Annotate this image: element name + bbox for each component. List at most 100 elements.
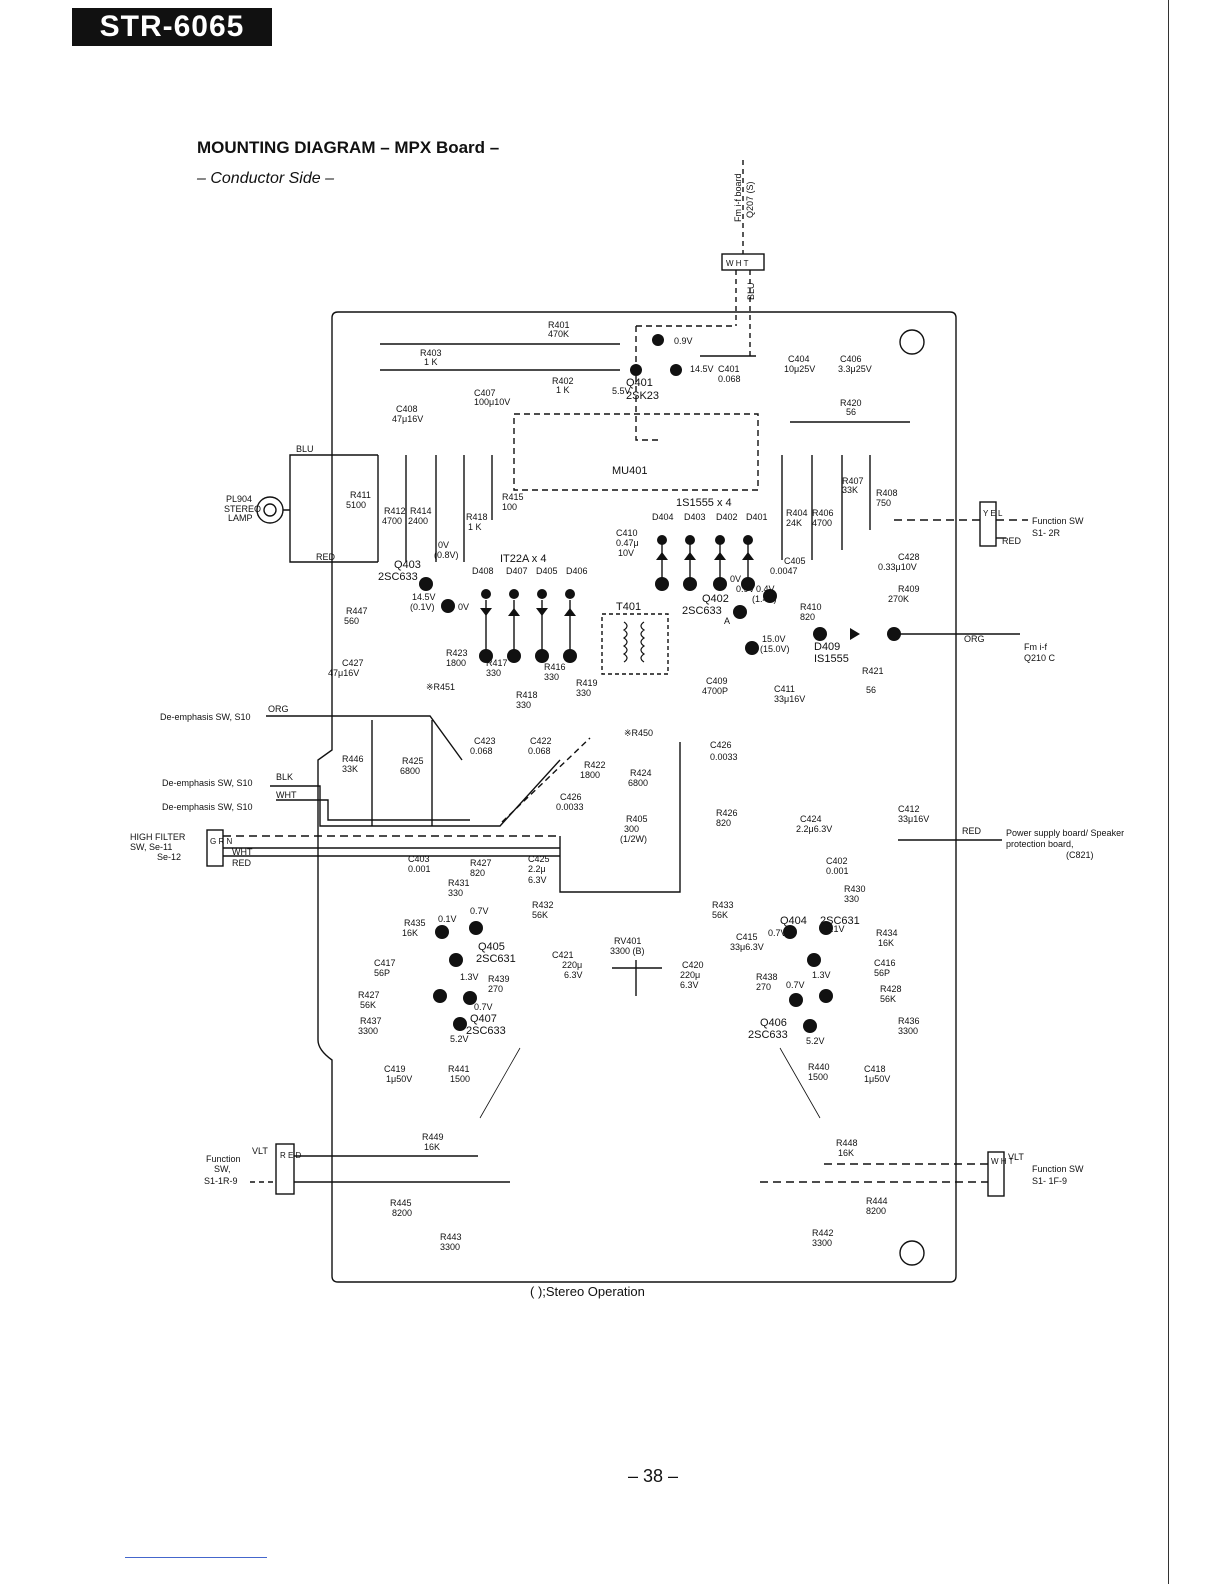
part-label-c416: C416 [874,958,896,968]
part-label-r440: R440 [808,1062,830,1072]
part-label-c425v: 2.2μ [528,864,546,874]
part-label-r418bv: 330 [516,700,531,710]
part-label-q403v4: (0.1V) [410,602,435,612]
part-label-q404: Q404 [780,915,807,927]
part-label-c415: C415 [736,932,758,942]
mount-hole-top [899,329,925,355]
part-label-r405: R405 [626,814,648,824]
part-label-d402: D402 [716,512,738,522]
part-label-r418b: R418 [516,690,538,700]
part-label-r405v: 300 [624,824,639,834]
func-left-3: S1-1R-9 [204,1176,238,1186]
top-label-1: Fm i-f board [733,173,743,222]
part-label-r441v: 1500 [450,1074,470,1084]
part-label-c409v: 4700P [702,686,728,696]
page-subtitle: – Conductor Side – [197,170,334,187]
part-label-c406v: 3.3μ25V [838,364,872,374]
part-label-q402v2: 0.9V [736,584,755,594]
deemph-1-wire: ORG [268,704,289,714]
part-label-r441: R441 [448,1064,470,1074]
part-label-c415v: 33μ6.3V [730,942,764,952]
red-connector [275,1143,295,1195]
part-label-c408: C408 [396,404,418,414]
part-label-c405: C405 [784,556,806,566]
q406-pad [789,993,803,1007]
mount-hole-bottom [899,1240,925,1266]
part-label-r414: R414 [410,506,432,516]
part-label-r449: R449 [422,1132,444,1142]
part-label-c403v: 0.001 [408,864,431,874]
part-label-q402a: A [724,616,730,626]
part-label-r422v: 1800 [580,770,600,780]
top-wire-blu: BLU [746,282,756,300]
deemph-1: De-emphasis SW, S10 [160,712,251,722]
part-label-r424v: 6800 [628,778,648,788]
part-label-q407v1: 0.7V [474,1002,493,1012]
part-label-r445: R445 [390,1198,412,1208]
part-label-r403: R403 [420,348,442,358]
part-label-r442v: 3300 [812,1238,832,1248]
part-label-q407v2: 5.2V [450,1034,469,1044]
part-label-c426b: C426 [560,792,582,802]
part-label-r410: R410 [800,602,822,612]
part-label-c407v: 100μ10V [474,397,510,407]
part-label-q401v3: 5.5V [612,386,631,396]
part-label-r435: R435 [404,918,426,928]
part-label-c425: C425 [528,854,550,864]
power-label-3: (C821) [1066,850,1094,860]
q401-dashed [635,325,736,441]
part-label-r444: R444 [866,1196,888,1206]
part-label-r428: R428 [880,984,902,994]
part-label-d401: D401 [746,512,768,522]
part-label-r435v: 16K [402,928,418,938]
part-label-r425: R425 [402,756,424,766]
part-label-r418v: 1 K [468,522,482,532]
yel-connector-pins: Y E L [983,509,1003,518]
part-label-r447: R447 [346,606,368,616]
mu401-outline [513,413,759,491]
part-label-q404v1: 0.1V [826,924,845,934]
part-label-r428v: 56K [880,994,896,1004]
part-label-q401: Q401 [626,377,653,389]
part-label-r408v: 750 [876,498,891,508]
deemph-2-wire: BLK [276,772,293,782]
part-label-c426: C426 [710,740,732,750]
high-filter-label: HIGH FILTER [130,832,186,842]
red-connector-pins: R E D [280,1151,302,1160]
part-label-q403t: 2SC633 [378,571,418,583]
right-margin-rule [1168,0,1169,1584]
lamp-wire-red: RED [316,552,336,562]
function-sw-s1-2r: S1- 2R [1032,528,1061,538]
lamp-label-1: PL904 [226,494,252,504]
part-label-c410v: 0.47μ [616,538,639,548]
part-label-r430: R430 [844,884,866,894]
part-label-mu401: MU401 [612,465,647,477]
part-label-q403v5: 0V [458,602,469,612]
func-right-1: Function SW [1032,1164,1084,1174]
q401-pad-a [652,334,664,346]
part-label-r434v: 16K [878,938,894,948]
part-label-c407: C407 [474,388,496,398]
part-label-r436v: 3300 [898,1026,918,1036]
q402-pad [733,605,747,619]
high-filter-se12: Se-12 [157,852,181,862]
part-label-q406t: 2SC633 [748,1029,788,1041]
part-label-r431: R431 [448,878,470,888]
part-label-r446: R446 [342,754,364,764]
part-label-c402: C402 [826,856,848,866]
part-label-r436: R436 [898,1016,920,1026]
func-right-2: S1- 1F-9 [1032,1176,1067,1186]
part-label-r451: ※R451 [426,682,455,692]
part-label-q402v3: 0.4V [756,584,775,594]
part-label-c423: C423 [474,736,496,746]
part-label-c419v: 1μ50V [386,1074,412,1084]
part-label-r448: R448 [836,1138,858,1148]
part-label-r414v: 2400 [408,516,428,526]
part-label-c421v: 220μ [562,960,582,970]
d409-pad [813,627,827,641]
part-label-c408v: 47μ16V [392,414,423,424]
fm-if-q210: Q210 C [1024,653,1056,663]
part-label-r420: R420 [840,398,862,408]
part-label-r432v: 56K [532,910,548,920]
part-label-c417: C417 [374,958,396,968]
